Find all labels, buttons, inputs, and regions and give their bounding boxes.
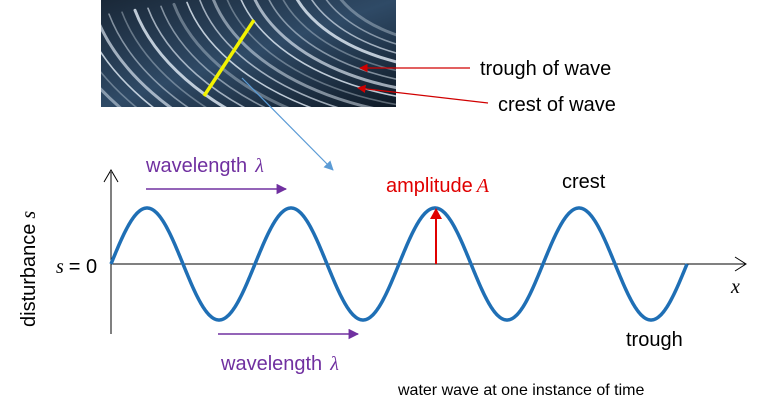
ripple-arc	[147, 7, 246, 107]
trough-label: trough	[626, 329, 683, 351]
ripple-arc	[133, 8, 228, 107]
photo-to-graph-arrow	[241, 77, 334, 171]
x-axis-arrowhead	[734, 256, 747, 272]
ripple-arc	[311, 0, 396, 54]
ripple-arc	[199, 0, 339, 107]
ripple-arc	[101, 50, 155, 107]
crest-of-wave-label: crest of wave	[498, 94, 616, 116]
crest-pointer-arrow	[357, 84, 489, 104]
water-ripple-photo	[101, 0, 396, 107]
ripple-arc	[101, 24, 173, 107]
ripple-arc	[325, 0, 396, 45]
y-axis-arrowhead	[103, 169, 119, 183]
ripple-arc	[186, 1, 312, 107]
amplitude-arrowhead	[430, 208, 442, 219]
ripple-arc	[172, 2, 290, 107]
x-axis-label: x	[730, 276, 740, 298]
ripple-arc	[240, 0, 396, 97]
y-axis-label: disturbances	[18, 211, 40, 327]
ripple-arc	[282, 0, 396, 72]
ripple-arc	[339, 0, 396, 37]
yellow-reference-line	[202, 19, 256, 97]
ripple-arc	[226, 0, 396, 106]
ripple-arc	[160, 5, 266, 107]
ripple-arc	[101, 70, 138, 107]
sine-wave	[109, 206, 689, 322]
ripple-arc	[121, 11, 207, 107]
ripple-arc	[108, 13, 189, 107]
trough-of-wave-label: trough of wave	[480, 58, 611, 80]
caption: water wave at one instance of time	[397, 382, 644, 399]
ripple-arc	[253, 0, 396, 90]
ripple-arc	[211, 0, 375, 107]
ripple-arc	[268, 0, 396, 80]
zero-line-label: s= 0	[56, 256, 97, 278]
crest-label: crest	[562, 171, 606, 193]
ripple-arc	[295, 0, 396, 64]
